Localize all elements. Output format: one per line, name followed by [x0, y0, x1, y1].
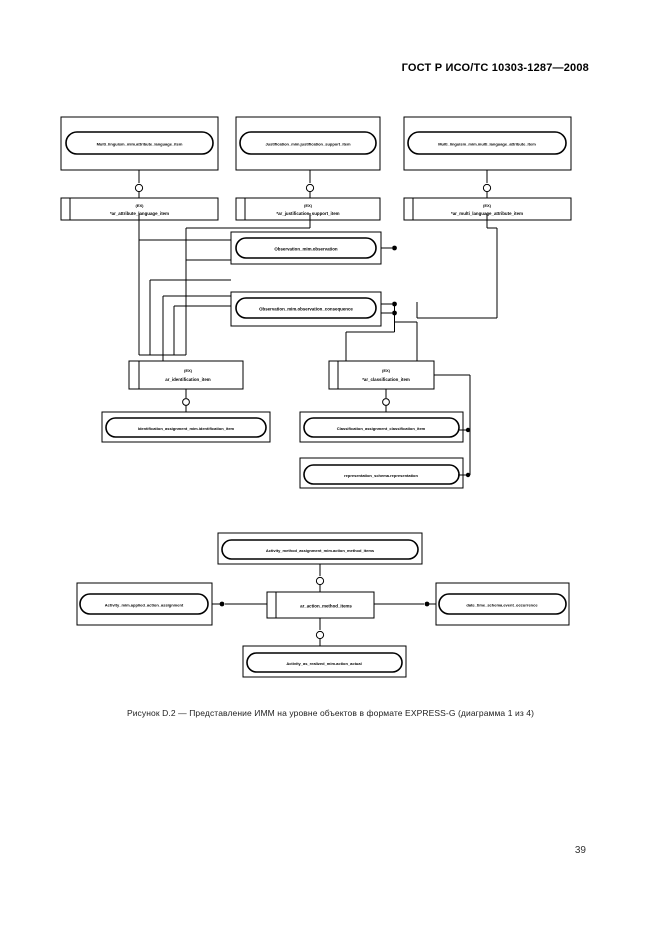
node-n9-label: ar_identification_item [165, 377, 210, 382]
node-n5-label: *ar_justification_support_item [276, 211, 339, 216]
node-n3-label: Multi_linguism_mim.multi_language_attrib… [438, 142, 536, 147]
node-n6: (EX) *ar_multi_language_attribute_item [403, 197, 572, 221]
node-n14: Activity_method_assignment_mim.action_me… [217, 532, 423, 565]
node-n18: Activity_as_realized_mim.action_actual [242, 645, 407, 678]
node-n4-label: *ar_attribute_language_item [110, 211, 169, 216]
page-number: 39 [574, 845, 586, 856]
node-n16-label: ar_action_method_items [300, 604, 352, 609]
node-n13: representation_schema.representation [299, 457, 464, 489]
node-n9: (EX) ar_identification_item [128, 360, 244, 390]
node-n1-label: Multi_linguism_mim.attribute_language_it… [97, 142, 183, 147]
node-n14-label: Activity_method_assignment_mim.action_me… [266, 548, 375, 553]
node-n10: (EX) *ar_classification_item [328, 360, 435, 390]
node-n12: Classification_assignment_classification… [299, 411, 464, 443]
node-n2-label: Justification_mim.justification_support_… [265, 142, 351, 147]
node-n4-tag: (EX) [136, 203, 145, 208]
express-g-diagram: Multi_linguism_mim.attribute_language_it… [0, 110, 661, 690]
node-n2: Justification_mim.justification_support_… [235, 116, 381, 171]
node-n5: (EX) *ar_justification_support_item [235, 197, 381, 221]
node-n8: Observation_mim.observation_consequence [230, 291, 382, 327]
figure-caption: Рисунок D.2 — Представление ИММ на уровн… [126, 708, 535, 718]
node-n6-label: *ar_multi_language_attribute_item [451, 211, 523, 216]
node-n7: Observation_mim.observation [230, 231, 382, 265]
node-n15: Activity_mim.applied_action_assignment [76, 582, 213, 626]
node-n10-tag: (EX) [382, 368, 391, 373]
node-n8-label: Observation_mim.observation_consequence [259, 307, 353, 312]
node-n9-tag: (EX) [184, 368, 193, 373]
node-n7-label: Observation_mim.observation [274, 247, 338, 252]
node-n17-label: date_time_schema.event_occurrence [466, 603, 538, 608]
node-n18-label: Activity_as_realized_mim.action_actual [286, 661, 361, 666]
document-header: ГОСТ Р ИСО/ТС 10303-1287—2008 [401, 62, 589, 74]
node-n11-label: Identification_assignment_mim.identifica… [138, 426, 235, 431]
node-n3: Multi_linguism_mim.multi_language_attrib… [403, 116, 572, 171]
node-n15-label: Activity_mim.applied_action_assignment [105, 603, 184, 608]
node-n6-tag: (EX) [483, 203, 492, 208]
node-n13-label: representation_schema.representation [344, 473, 418, 478]
node-n17: date_time_schema.event_occurrence [435, 582, 570, 626]
node-n10-label: *ar_classification_item [362, 377, 410, 382]
node-n4: (EX) *ar_attribute_language_item [60, 197, 219, 221]
node-n12-label: Classification_assignment_classification… [337, 426, 426, 431]
node-n1: Multi_linguism_mim.attribute_language_it… [60, 116, 219, 171]
node-n5-tag: (EX) [304, 203, 313, 208]
node-n11: Identification_assignment_mim.identifica… [101, 411, 271, 443]
node-n16: ar_action_method_items [266, 591, 375, 619]
